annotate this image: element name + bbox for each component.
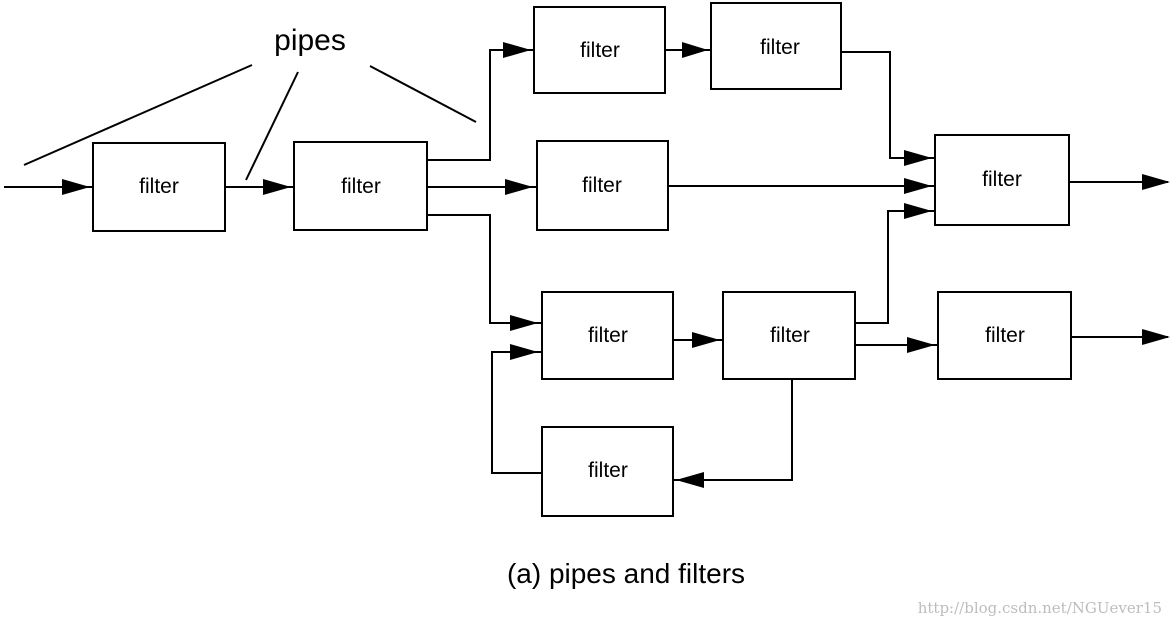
pipe-f2-f7 — [428, 214, 541, 324]
arrowhead-icon — [907, 337, 935, 353]
filter-box: filter — [710, 2, 842, 90]
arrowhead-icon — [904, 178, 932, 194]
arrowhead-icon — [505, 179, 533, 195]
filter-box: filter — [293, 141, 428, 231]
watermark: http://blog.csdn.net/NGUever15 — [918, 599, 1162, 617]
filter-box: filter — [541, 291, 674, 380]
arrowhead-icon — [1142, 174, 1170, 190]
filter-label: filter — [760, 36, 800, 59]
filter-label: filter — [580, 39, 620, 62]
diagram-caption: (a) pipes and filters — [507, 558, 745, 589]
filter-label: filter — [982, 168, 1022, 191]
pipe-f8-f10 — [674, 380, 793, 481]
arrowhead-icon — [692, 332, 720, 348]
pipes-pointer-input — [23, 64, 253, 166]
arrowhead-icon — [904, 150, 932, 166]
pipe-f10-f7 — [491, 351, 541, 474]
pipe-f8-f6 — [856, 210, 934, 324]
connection-lines — [4, 49, 1168, 481]
arrowhead-icon — [503, 42, 531, 58]
arrowhead-icon — [510, 315, 538, 331]
pipes-pointer-branch — [369, 65, 477, 123]
filter-box: filter — [533, 6, 666, 94]
arrowhead-icon — [676, 472, 704, 488]
arrowhead-icon — [1142, 329, 1170, 345]
pipes-pointer-f1-f2 — [245, 71, 299, 181]
filter-box: filter — [536, 140, 669, 231]
pipes-label: pipes — [274, 24, 346, 57]
filter-label: filter — [139, 175, 179, 198]
filter-label: filter — [985, 324, 1025, 347]
filter-box: filter — [722, 291, 856, 380]
filter-box: filter — [937, 291, 1072, 380]
filter-label: filter — [588, 324, 628, 347]
arrowhead-icon — [904, 203, 932, 219]
pipe-f4-f6 — [842, 51, 934, 159]
arrowhead-icon — [510, 344, 538, 360]
filter-label: filter — [588, 459, 628, 482]
filter-label: filter — [582, 174, 622, 197]
filter-label: filter — [770, 324, 810, 347]
arrowhead-icon — [263, 179, 291, 195]
filter-box: filter — [541, 426, 674, 517]
filter-box: filter — [934, 134, 1070, 226]
filter-label: filter — [341, 175, 381, 198]
arrowhead-icon — [682, 42, 708, 58]
arrowheads — [62, 42, 1170, 488]
arrowhead-icon — [62, 179, 90, 195]
filter-box: filter — [92, 142, 226, 232]
